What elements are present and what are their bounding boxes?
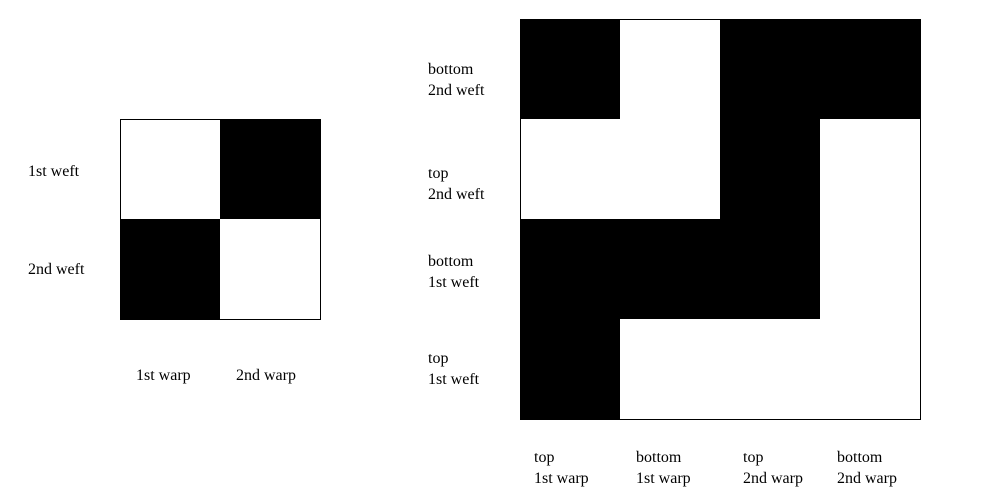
large-row-label-line1: bottom bbox=[428, 253, 474, 270]
large-cell-r1-c3 bbox=[720, 19, 820, 119]
large-col-label-line2: 2nd warp bbox=[837, 470, 897, 487]
large-col-label-line2: 1st warp bbox=[534, 470, 589, 487]
large-col-label-line1: top bbox=[743, 449, 764, 466]
large-row-label-top-1st-weft: top 1st weft bbox=[428, 348, 479, 390]
small-cell-r2-c1 bbox=[120, 219, 220, 319]
small-col-label-1st-warp: 1st warp bbox=[136, 367, 191, 384]
large-cell-r3-c4 bbox=[820, 219, 920, 319]
large-cell-r1-c1 bbox=[520, 19, 620, 119]
large-col-label-top-1st-warp: top 1st warp bbox=[534, 447, 589, 489]
large-row-label-line2: 2nd weft bbox=[428, 186, 485, 203]
large-cell-r3-c3 bbox=[720, 219, 820, 319]
large-col-label-bottom-2nd-warp: bottom 2nd warp bbox=[837, 447, 897, 489]
large-row-label-line1: bottom bbox=[428, 61, 474, 78]
large-cell-r1-c4 bbox=[820, 19, 920, 119]
small-weave-grid bbox=[120, 119, 321, 320]
large-cell-r3-c1 bbox=[520, 219, 620, 319]
large-col-label-line2: 2nd warp bbox=[743, 470, 803, 487]
large-row-label-line2: 1st weft bbox=[428, 371, 480, 388]
large-row-label-top-2nd-weft: top 2nd weft bbox=[428, 163, 484, 205]
large-weave-grid bbox=[520, 19, 921, 420]
large-col-label-line1: bottom bbox=[837, 449, 883, 466]
small-cell-r2-c2 bbox=[220, 219, 320, 319]
large-cell-r4-c2 bbox=[620, 319, 720, 419]
small-col-label-2nd-warp: 2nd warp bbox=[236, 367, 296, 384]
large-cell-r2-c3 bbox=[720, 119, 820, 219]
large-row-label-bottom-2nd-weft: bottom 2nd weft bbox=[428, 59, 484, 101]
large-row-label-line2: 1st weft bbox=[428, 274, 480, 291]
large-cell-r2-c1 bbox=[520, 119, 620, 219]
small-row-label-1st-weft: 1st weft bbox=[28, 163, 80, 180]
large-col-label-bottom-1st-warp: bottom 1st warp bbox=[636, 447, 691, 489]
large-col-label-top-2nd-warp: top 2nd warp bbox=[743, 447, 803, 489]
large-row-label-line1: top bbox=[428, 350, 449, 367]
large-col-label-line2: 1st warp bbox=[636, 470, 691, 487]
large-cell-r1-c2 bbox=[620, 19, 720, 119]
large-col-label-line1: bottom bbox=[636, 449, 682, 466]
large-col-label-line1: top bbox=[534, 449, 555, 466]
large-cell-r4-c1 bbox=[520, 319, 620, 419]
small-cell-r1-c1 bbox=[120, 119, 220, 219]
large-cell-r4-c3 bbox=[720, 319, 820, 419]
large-cell-r2-c4 bbox=[820, 119, 920, 219]
small-cell-r1-c2 bbox=[220, 119, 320, 219]
large-row-label-line1: top bbox=[428, 165, 449, 182]
large-cell-r2-c2 bbox=[620, 119, 720, 219]
large-row-label-line2: 2nd weft bbox=[428, 82, 485, 99]
large-cell-r3-c2 bbox=[620, 219, 720, 319]
large-cell-r4-c4 bbox=[820, 319, 920, 419]
small-row-label-2nd-weft: 2nd weft bbox=[28, 261, 85, 278]
large-row-label-bottom-1st-weft: bottom 1st weft bbox=[428, 251, 479, 293]
